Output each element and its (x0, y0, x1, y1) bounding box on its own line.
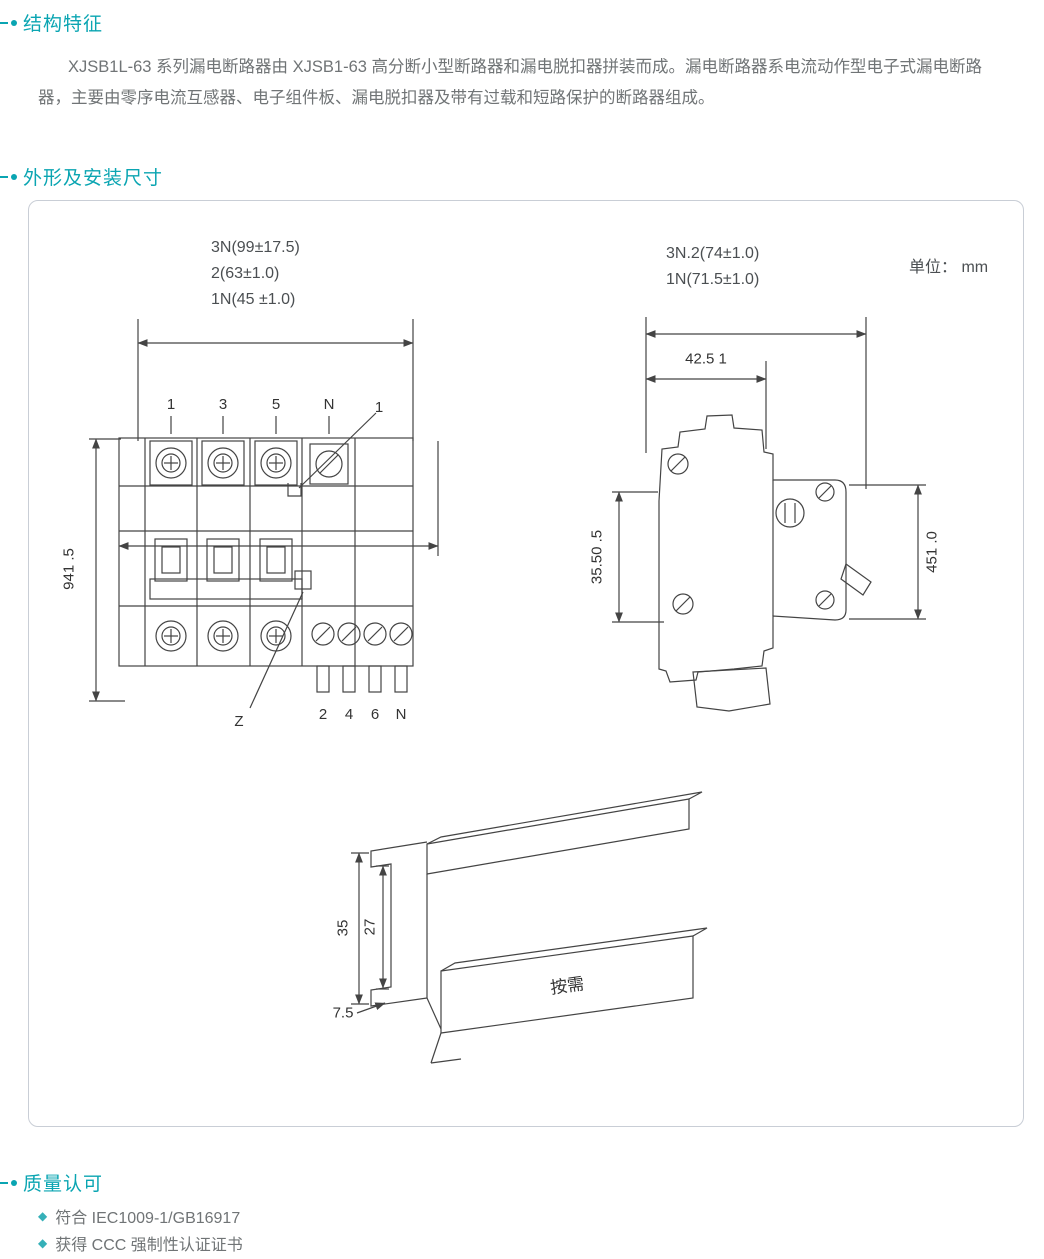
structure-description: XJSB1L-63 系列漏电断路器由 XJSB1-63 高分断小型断路器和漏电脱… (38, 58, 983, 107)
technical-drawing (89, 317, 926, 1064)
section-title-dimensions: 外形及安装尺寸 (23, 168, 164, 189)
section-title-structure: 结构特征 (23, 14, 104, 35)
dim-2p-width: 2(63±1.0) (211, 265, 280, 282)
list-item: ◆ 符合 IEC1009-1/GB16917 (38, 1202, 243, 1229)
diamond-bullet-icon: ◆ (38, 1208, 48, 1223)
dim-side-right: 451 .0 (923, 531, 941, 573)
terminal-label-2: 2 (318, 706, 328, 723)
dim-rail-flange-depth: 7.5 (332, 1004, 354, 1022)
list-item: ◆ 获得 CCC 强制性认证证书 (38, 1229, 243, 1256)
dim-side-top: 42.5 1 (685, 350, 727, 368)
front-width-dimensions: 3N(99±17.5) 2(63±1.0) 1N(45 ±1.0) (211, 235, 300, 313)
dim-3n-width: 3N(99±17.5) (211, 239, 300, 256)
quality-item-text: 获得 CCC 强制性认证证书 (55, 1236, 243, 1254)
terminal-label-6: 6 (370, 706, 380, 723)
quality-item-text: 符合 IEC1009-1/GB16917 (55, 1209, 241, 1227)
quality-list: ◆ 符合 IEC1009-1/GB16917 ◆ 获得 CCC 强制性认证证书 (38, 1202, 243, 1256)
dim-rail-inner-height: 27 (361, 918, 379, 936)
terminal-label-n-bottom: N (395, 706, 407, 723)
dim-front-height: 941 .5 (60, 548, 78, 590)
dim-3n2-depth: 3N.2(74±1.0) (666, 245, 760, 262)
section-bullet-icon (0, 173, 17, 180)
section-bullet-icon (0, 19, 17, 26)
callout-label-1: 1 (374, 399, 384, 416)
terminal-label-4: 4 (344, 706, 354, 723)
terminal-label-1: 1 (166, 396, 176, 413)
section-header-quality: 质量认可 (0, 1169, 103, 1196)
callout-label-z: Z (234, 713, 244, 730)
dim-1n-width: 1N(45 ±1.0) (211, 291, 296, 308)
unit-label: 单位： mm (909, 259, 989, 276)
section-title-quality: 质量认可 (23, 1174, 104, 1195)
dim-side-left: 35.50 .5 (588, 529, 606, 585)
terminal-label-n-top: N (323, 396, 335, 413)
terminal-label-3: 3 (218, 396, 228, 413)
terminal-label-5: 5 (271, 396, 281, 413)
dim-rail-outer-height: 35 (334, 919, 352, 937)
rail-length-label: 按需 (549, 974, 586, 998)
section-header-dimensions: 外形及安装尺寸 (0, 163, 163, 190)
section-header-structure: 结构特征 (0, 9, 103, 36)
dim-1n-depth: 1N(71.5±1.0) (666, 271, 760, 288)
side-depth-dimensions: 3N.2(74±1.0) 1N(71.5±1.0) (666, 241, 759, 293)
section-bullet-icon (0, 1179, 17, 1186)
diamond-bullet-icon: ◆ (38, 1235, 48, 1250)
dimension-drawing-panel: 3N(99±17.5) 2(63±1.0) 1N(45 ±1.0) 941 .5… (28, 200, 1024, 1127)
